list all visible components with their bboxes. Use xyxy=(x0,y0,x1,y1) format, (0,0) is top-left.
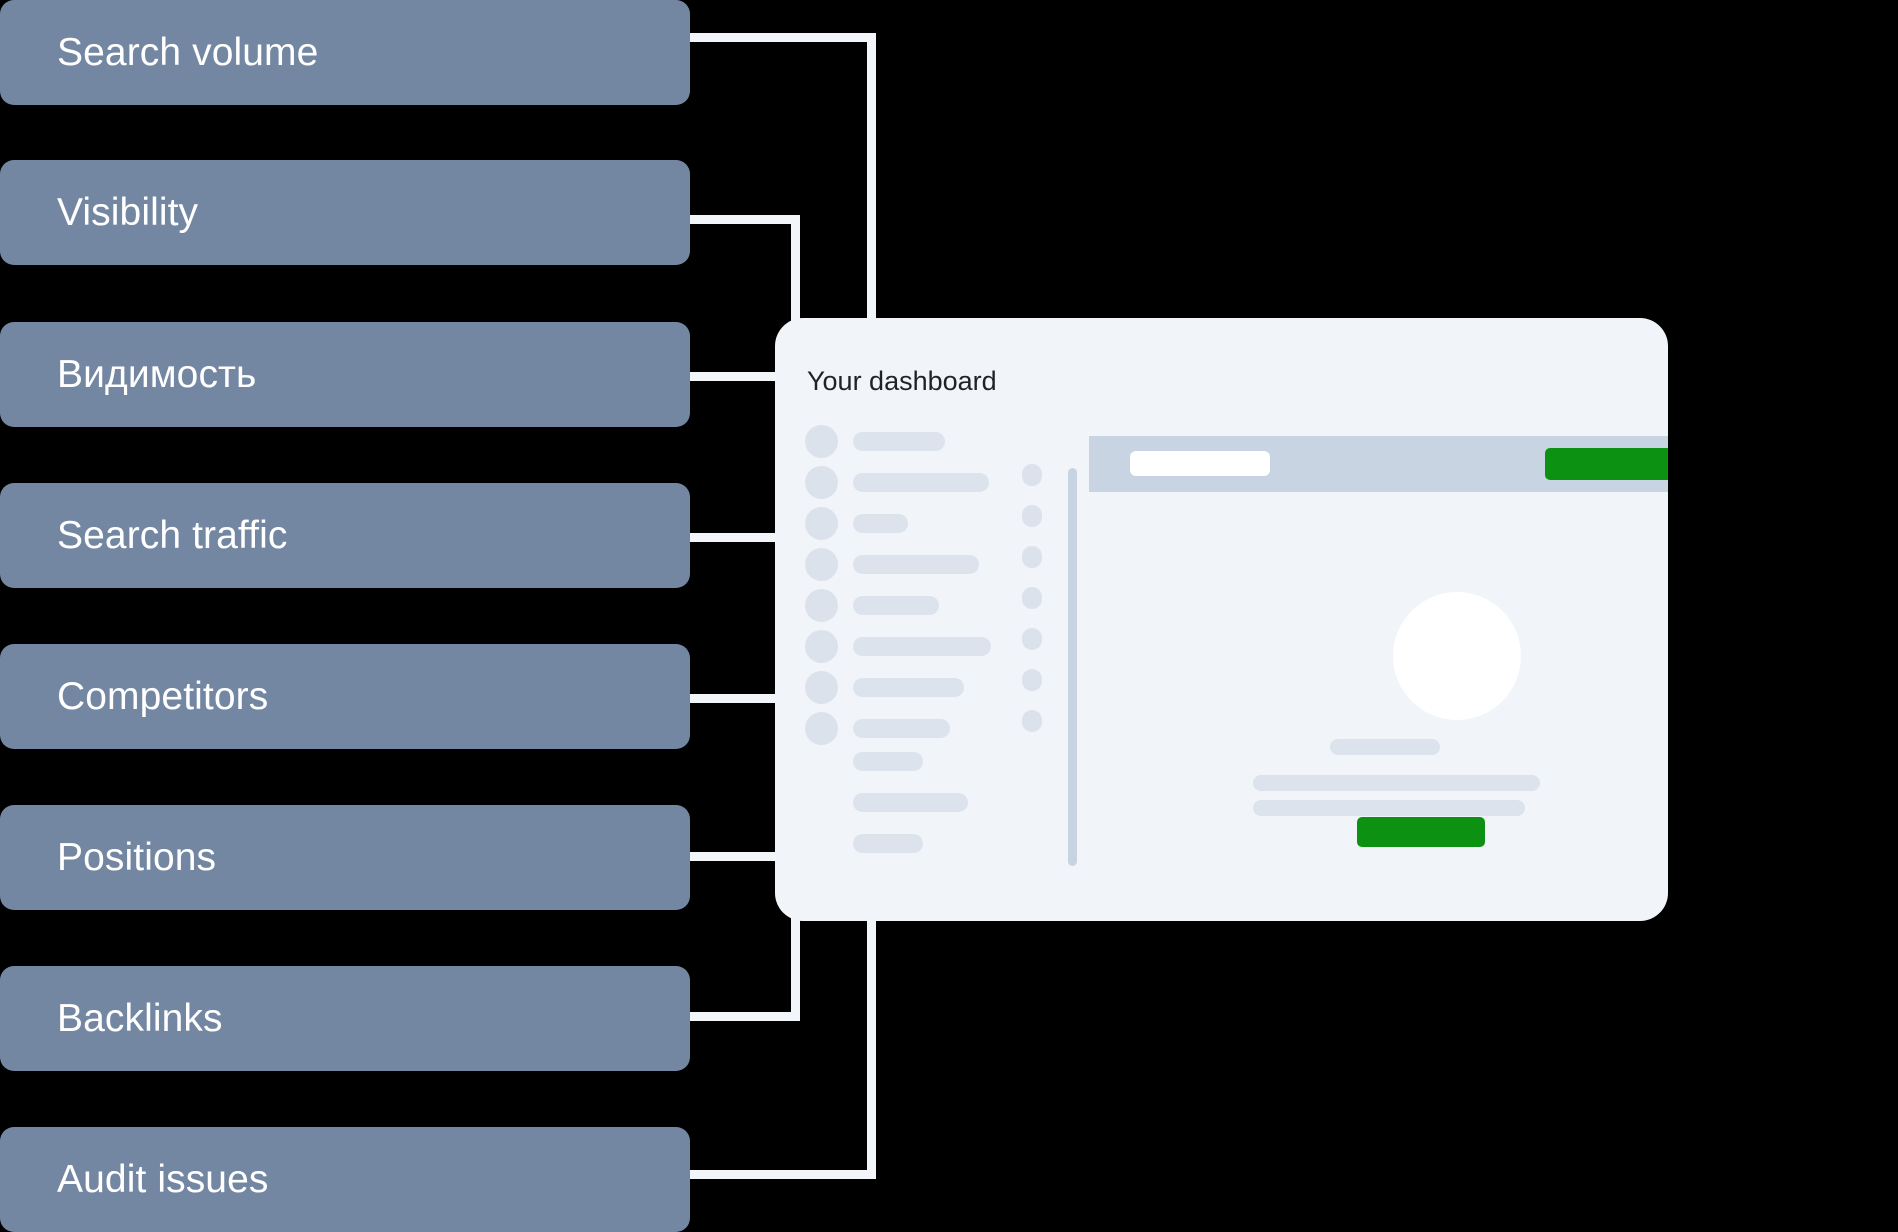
skeleton-bar xyxy=(853,514,908,533)
pill-competitors[interactable]: Competitors xyxy=(0,644,690,749)
pill-label: Audit issues xyxy=(57,1158,269,1201)
pill-positions[interactable]: Positions xyxy=(0,805,690,910)
pill-search-traffic[interactable]: Search traffic xyxy=(0,483,690,588)
skeleton-row xyxy=(805,710,1065,751)
skeleton-dot xyxy=(1022,710,1042,732)
content-line xyxy=(1253,775,1540,791)
skeleton-row xyxy=(805,669,1065,710)
content-primary-button[interactable] xyxy=(1357,817,1485,847)
avatar-placeholder-icon xyxy=(805,466,838,499)
vertical-divider xyxy=(1068,468,1077,866)
skeleton-bar xyxy=(853,834,923,853)
skeleton-dot-column xyxy=(1022,464,1046,751)
skeleton-bar xyxy=(853,596,939,615)
pill-label: Backlinks xyxy=(57,997,223,1040)
wire-audit-v xyxy=(867,918,876,1179)
content-line xyxy=(1330,739,1440,755)
page-title: Your dashboard xyxy=(807,366,997,396)
skeleton-tail-bars xyxy=(853,752,1053,875)
content-line xyxy=(1253,800,1525,816)
avatar-placeholder-icon xyxy=(805,589,838,622)
avatar xyxy=(1393,592,1521,720)
pill-label: Visibility xyxy=(57,191,199,234)
pill-label: Search traffic xyxy=(57,514,288,557)
wire-search-traffic-h xyxy=(690,533,800,542)
content-header-bar xyxy=(1089,436,1668,492)
wire-positions-h xyxy=(690,852,800,861)
pill-label: Competitors xyxy=(57,675,269,718)
pill-search-volume[interactable]: Search volume xyxy=(0,0,690,105)
skeleton-bar xyxy=(853,793,968,812)
wire-backlinks-h xyxy=(690,1012,800,1021)
wire-visibility-h xyxy=(690,215,800,224)
pill-label: Search volume xyxy=(57,31,319,74)
skeleton-row xyxy=(805,587,1065,628)
content-body xyxy=(1097,492,1668,866)
skeleton-bar xyxy=(853,637,991,656)
skeleton-sidebar xyxy=(805,423,1065,751)
skeleton-row xyxy=(805,423,1065,464)
skeleton-row xyxy=(805,628,1065,669)
skeleton-row xyxy=(805,505,1065,546)
skeleton-bar xyxy=(853,678,964,697)
avatar-placeholder-icon xyxy=(805,630,838,663)
avatar-placeholder-icon xyxy=(805,507,838,540)
header-search-placeholder[interactable] xyxy=(1130,451,1270,476)
wire-positions-v xyxy=(791,852,800,1012)
wire-competitors-h xyxy=(690,694,800,703)
skeleton-dot xyxy=(1022,464,1042,486)
pill-backlinks[interactable]: Backlinks xyxy=(0,966,690,1071)
skeleton-dot xyxy=(1022,546,1042,568)
dashboard-card: Your dashboard xyxy=(775,318,1668,921)
skeleton-dot xyxy=(1022,587,1042,609)
skeleton-dot xyxy=(1022,628,1042,650)
wire-search-volume-v xyxy=(867,33,876,323)
wire-visibility-v xyxy=(791,215,800,365)
skeleton-bar xyxy=(853,432,945,451)
skeleton-row xyxy=(805,464,1065,505)
avatar-placeholder-icon xyxy=(805,425,838,458)
pill-label: Positions xyxy=(57,836,217,879)
skeleton-dot xyxy=(1022,505,1042,527)
skeleton-bar xyxy=(853,555,979,574)
avatar-placeholder-icon xyxy=(805,712,838,745)
skeleton-bar xyxy=(853,473,989,492)
pill-vidimost[interactable]: Видимость xyxy=(0,322,690,427)
content-preview xyxy=(1089,436,1668,866)
wire-audit-h xyxy=(690,1170,876,1179)
wire-search-volume-h xyxy=(690,33,876,42)
skeleton-bar xyxy=(853,719,950,738)
avatar-placeholder-icon xyxy=(805,548,838,581)
pill-audit-issues[interactable]: Audit issues xyxy=(0,1127,690,1232)
pill-label: Видимость xyxy=(57,353,257,396)
skeleton-bar xyxy=(853,752,923,771)
skeleton-row xyxy=(805,546,1065,587)
avatar-placeholder-icon xyxy=(805,671,838,704)
skeleton-dot xyxy=(1022,669,1042,691)
pill-visibility[interactable]: Visibility xyxy=(0,160,690,265)
header-primary-button[interactable] xyxy=(1545,448,1668,480)
wire-vidimost-h xyxy=(690,372,800,381)
